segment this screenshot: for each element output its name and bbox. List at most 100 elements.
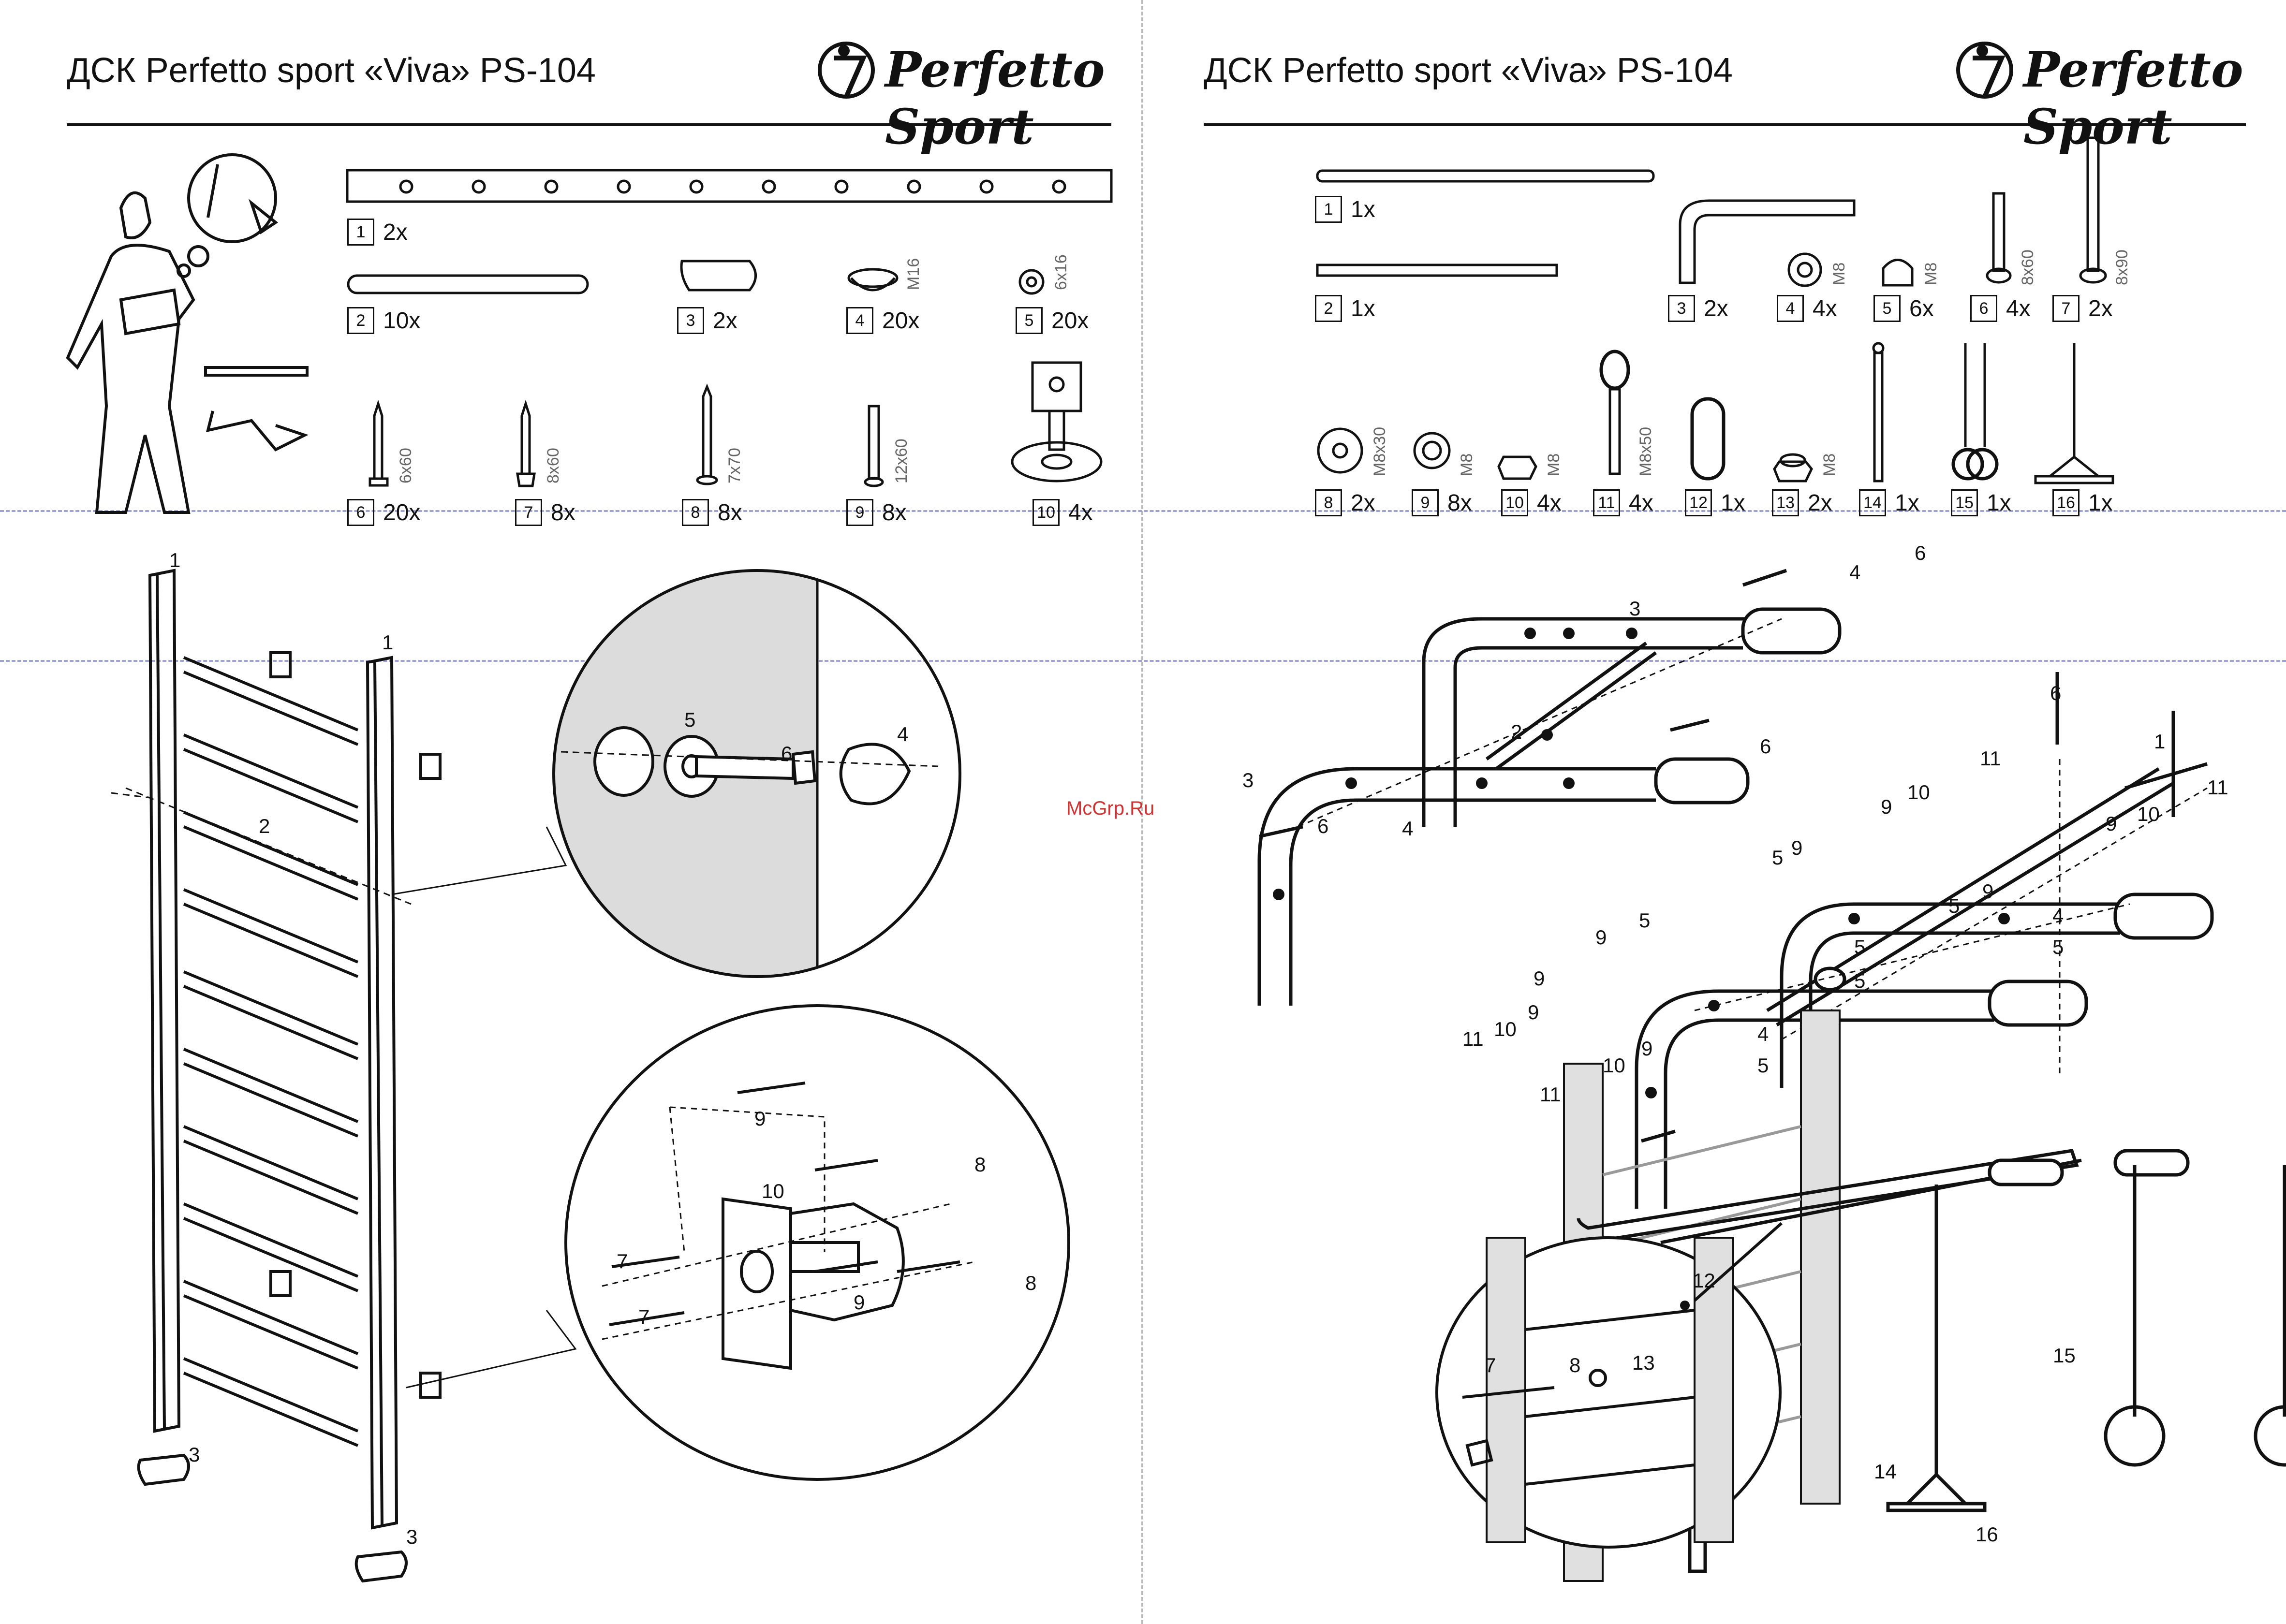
part-number: 2 (347, 307, 374, 334)
callout-r6c: 6 (1760, 735, 1771, 758)
part-number: 3 (677, 307, 704, 334)
callout-r9d: 9 (1982, 880, 1994, 903)
part-label-L5: 5 20x (1016, 307, 1089, 334)
callout-7b: 7 (638, 1305, 650, 1328)
part-cap-icon (847, 268, 899, 292)
callout-r10b: 10 (2137, 803, 2160, 825)
part-quantity: 2x (1808, 490, 1832, 516)
part-label-R5: 5 6x (1873, 295, 1934, 322)
part-quantity: 2x (713, 307, 737, 334)
part-quantity: 8x (551, 499, 575, 526)
part-hex-nut-icon (1497, 455, 1537, 480)
part-quantity: 4x (1813, 295, 1837, 322)
callout-r5b: 5 (1948, 894, 1960, 917)
callout-r9g: 9 (1528, 1001, 1539, 1024)
part-bolt-8x60-icon (1986, 192, 2012, 284)
callout-1b: 1 (382, 631, 394, 654)
fold-line-horizontal-2 (0, 660, 2286, 662)
part-bolt-icon (516, 399, 536, 487)
part-size-L4: M16 (904, 258, 923, 290)
part-size-R4: M8 (1830, 262, 1848, 285)
part-quantity: 6x (1909, 295, 1934, 322)
callout-r11: 11 (1980, 747, 2001, 770)
part-number: 11 (1593, 489, 1620, 516)
bar-assembly-diagram (1257, 569, 2214, 1209)
part-number: 5 (1873, 295, 1901, 322)
part-label-R11: 11 4x (1593, 489, 1653, 516)
callout-r6: 6 (1915, 541, 1926, 564)
part-quantity: 2x (2088, 295, 2113, 322)
watermark: McGrp.Ru (1066, 798, 1155, 819)
callout-10: 10 (762, 1180, 784, 1202)
worker-icon (66, 153, 279, 514)
ladder-assembly-diagram (111, 569, 577, 1583)
part-rung-icon (347, 274, 589, 294)
part-label-R4: 4 4x (1777, 295, 1837, 322)
part-number: 6 (347, 499, 374, 526)
callout-r2: 2 (1511, 720, 1522, 743)
callout-1: 1 (169, 549, 181, 571)
left-page: ДСК Perfetto sport «Viva» PS-104 Perfett… (66, 41, 1113, 1583)
callout-r5: 5 (1772, 846, 1784, 869)
callout-r6d: 6 (2050, 682, 2062, 704)
part-size-R7: 8x90 (2113, 249, 2131, 285)
callout-r5f: 5 (1854, 969, 1866, 992)
part-cap-nut-icon (1882, 259, 1914, 287)
callout-r6b: 6 (1317, 815, 1329, 837)
part-number: 7 (2052, 295, 2080, 322)
callout-r11c: 11 (1462, 1027, 1484, 1050)
callout-8: 8 (974, 1153, 986, 1176)
part-label-R6: 6 4x (1970, 295, 2031, 322)
part-number: 1 (347, 219, 374, 246)
part-quantity: 1x (2088, 490, 2113, 516)
callout-r1: 1 (2154, 730, 2166, 753)
callout-9b: 9 (854, 1291, 865, 1314)
callout-5: 5 (684, 708, 696, 731)
part-quantity: 2x (1351, 490, 1375, 516)
part-label-R3: 3 2x (1668, 295, 1728, 322)
part-size-L7: 8x60 (544, 448, 562, 483)
part-number: 8 (682, 499, 709, 526)
part-number: 7 (515, 499, 542, 526)
callout-r10d: 10 (1603, 1054, 1625, 1077)
part-large-washer-icon (1317, 427, 1363, 474)
callout-3: 3 (189, 1443, 200, 1466)
callout-r4: 4 (1849, 561, 1861, 584)
part-number: 2 (1315, 295, 1342, 322)
part-number: 8 (1315, 489, 1342, 516)
part-label-R10: 10 4x (1501, 489, 1562, 516)
callout-7: 7 (617, 1250, 628, 1273)
part-label-L10: 10 4x (1032, 499, 1093, 526)
part-anchor-icon (864, 405, 884, 487)
part-lock-washer-icon (1787, 252, 1822, 287)
part-quantity: 4x (1537, 490, 1562, 516)
callout-8b: 8 (1025, 1272, 1037, 1294)
callout-r5g: 5 (1757, 1054, 1769, 1077)
part-size-R5: M8 (1922, 262, 1940, 285)
part-trapeze-icon (2034, 343, 2114, 484)
part-wall-bracket-icon (1011, 361, 1103, 483)
callout-r5c: 5 (1639, 909, 1651, 932)
part-quantity: 8x (882, 499, 907, 526)
part-size-L6: 6x60 (397, 448, 415, 483)
callout-3b: 3 (406, 1525, 418, 1548)
logo-icon (818, 42, 875, 99)
callout-r12: 12 (1693, 1269, 1715, 1292)
callout-r9c: 9 (1791, 836, 1803, 859)
part-label-R1: 1 1x (1315, 196, 1375, 223)
part-quantity: 10x (383, 307, 421, 334)
part-size-R11: M8x50 (1637, 426, 1655, 476)
part-washer-icon (1018, 269, 1045, 295)
part-number: 14 (1859, 489, 1886, 516)
part-label-L7: 7 8x (515, 499, 575, 526)
callout-r9: 9 (1881, 795, 1892, 818)
part-number: 4 (846, 307, 873, 334)
part-label-R14: 14 1x (1859, 489, 1919, 516)
part-quantity: 20x (383, 499, 421, 526)
part-label-R7: 7 2x (2052, 295, 2113, 322)
header-rule (67, 123, 1111, 126)
part-number: 9 (846, 499, 873, 526)
part-size-R9: M8 (1458, 453, 1476, 476)
callout-4: 4 (897, 723, 909, 746)
callout-r11d: 11 (1540, 1083, 1561, 1106)
